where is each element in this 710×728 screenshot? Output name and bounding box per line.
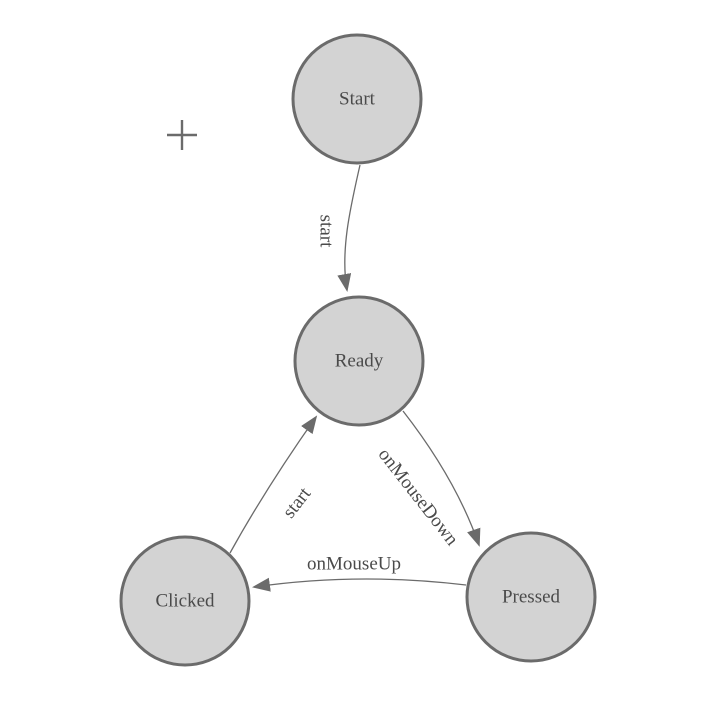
edge-path-clicked-to-ready[interactable] [229,415,318,554]
crosshair-icon [167,120,197,150]
edge-pressed-to-clicked: onMouseUp [252,554,467,592]
edge-path-pressed-to-clicked[interactable] [252,577,467,592]
edge-label-start-to-ready[interactable]: start [316,215,337,248]
node-circle-start[interactable] [291,33,423,165]
node-circle-ready[interactable] [293,295,425,427]
node-start[interactable]: Start [291,33,423,165]
node-circle-clicked[interactable] [119,535,251,667]
node-pressed[interactable]: Pressed [465,531,597,663]
node-clicked[interactable]: Clicked [119,535,251,667]
edge-label-clicked-to-ready[interactable]: start [279,483,316,522]
edge-label-ready-to-pressed[interactable]: onMouseDown [374,444,463,550]
edge-start-to-ready: start [316,164,361,292]
edge-label-pressed-to-clicked[interactable]: onMouseUp [307,554,401,575]
edge-path-start-to-ready[interactable] [337,164,361,292]
node-circle-pressed[interactable] [465,531,597,663]
edge-path-ready-to-pressed[interactable] [402,410,481,547]
edge-clicked-to-ready: start [229,415,318,554]
node-ready[interactable]: Ready [293,295,425,427]
edge-ready-to-pressed: onMouseDown [374,410,481,550]
